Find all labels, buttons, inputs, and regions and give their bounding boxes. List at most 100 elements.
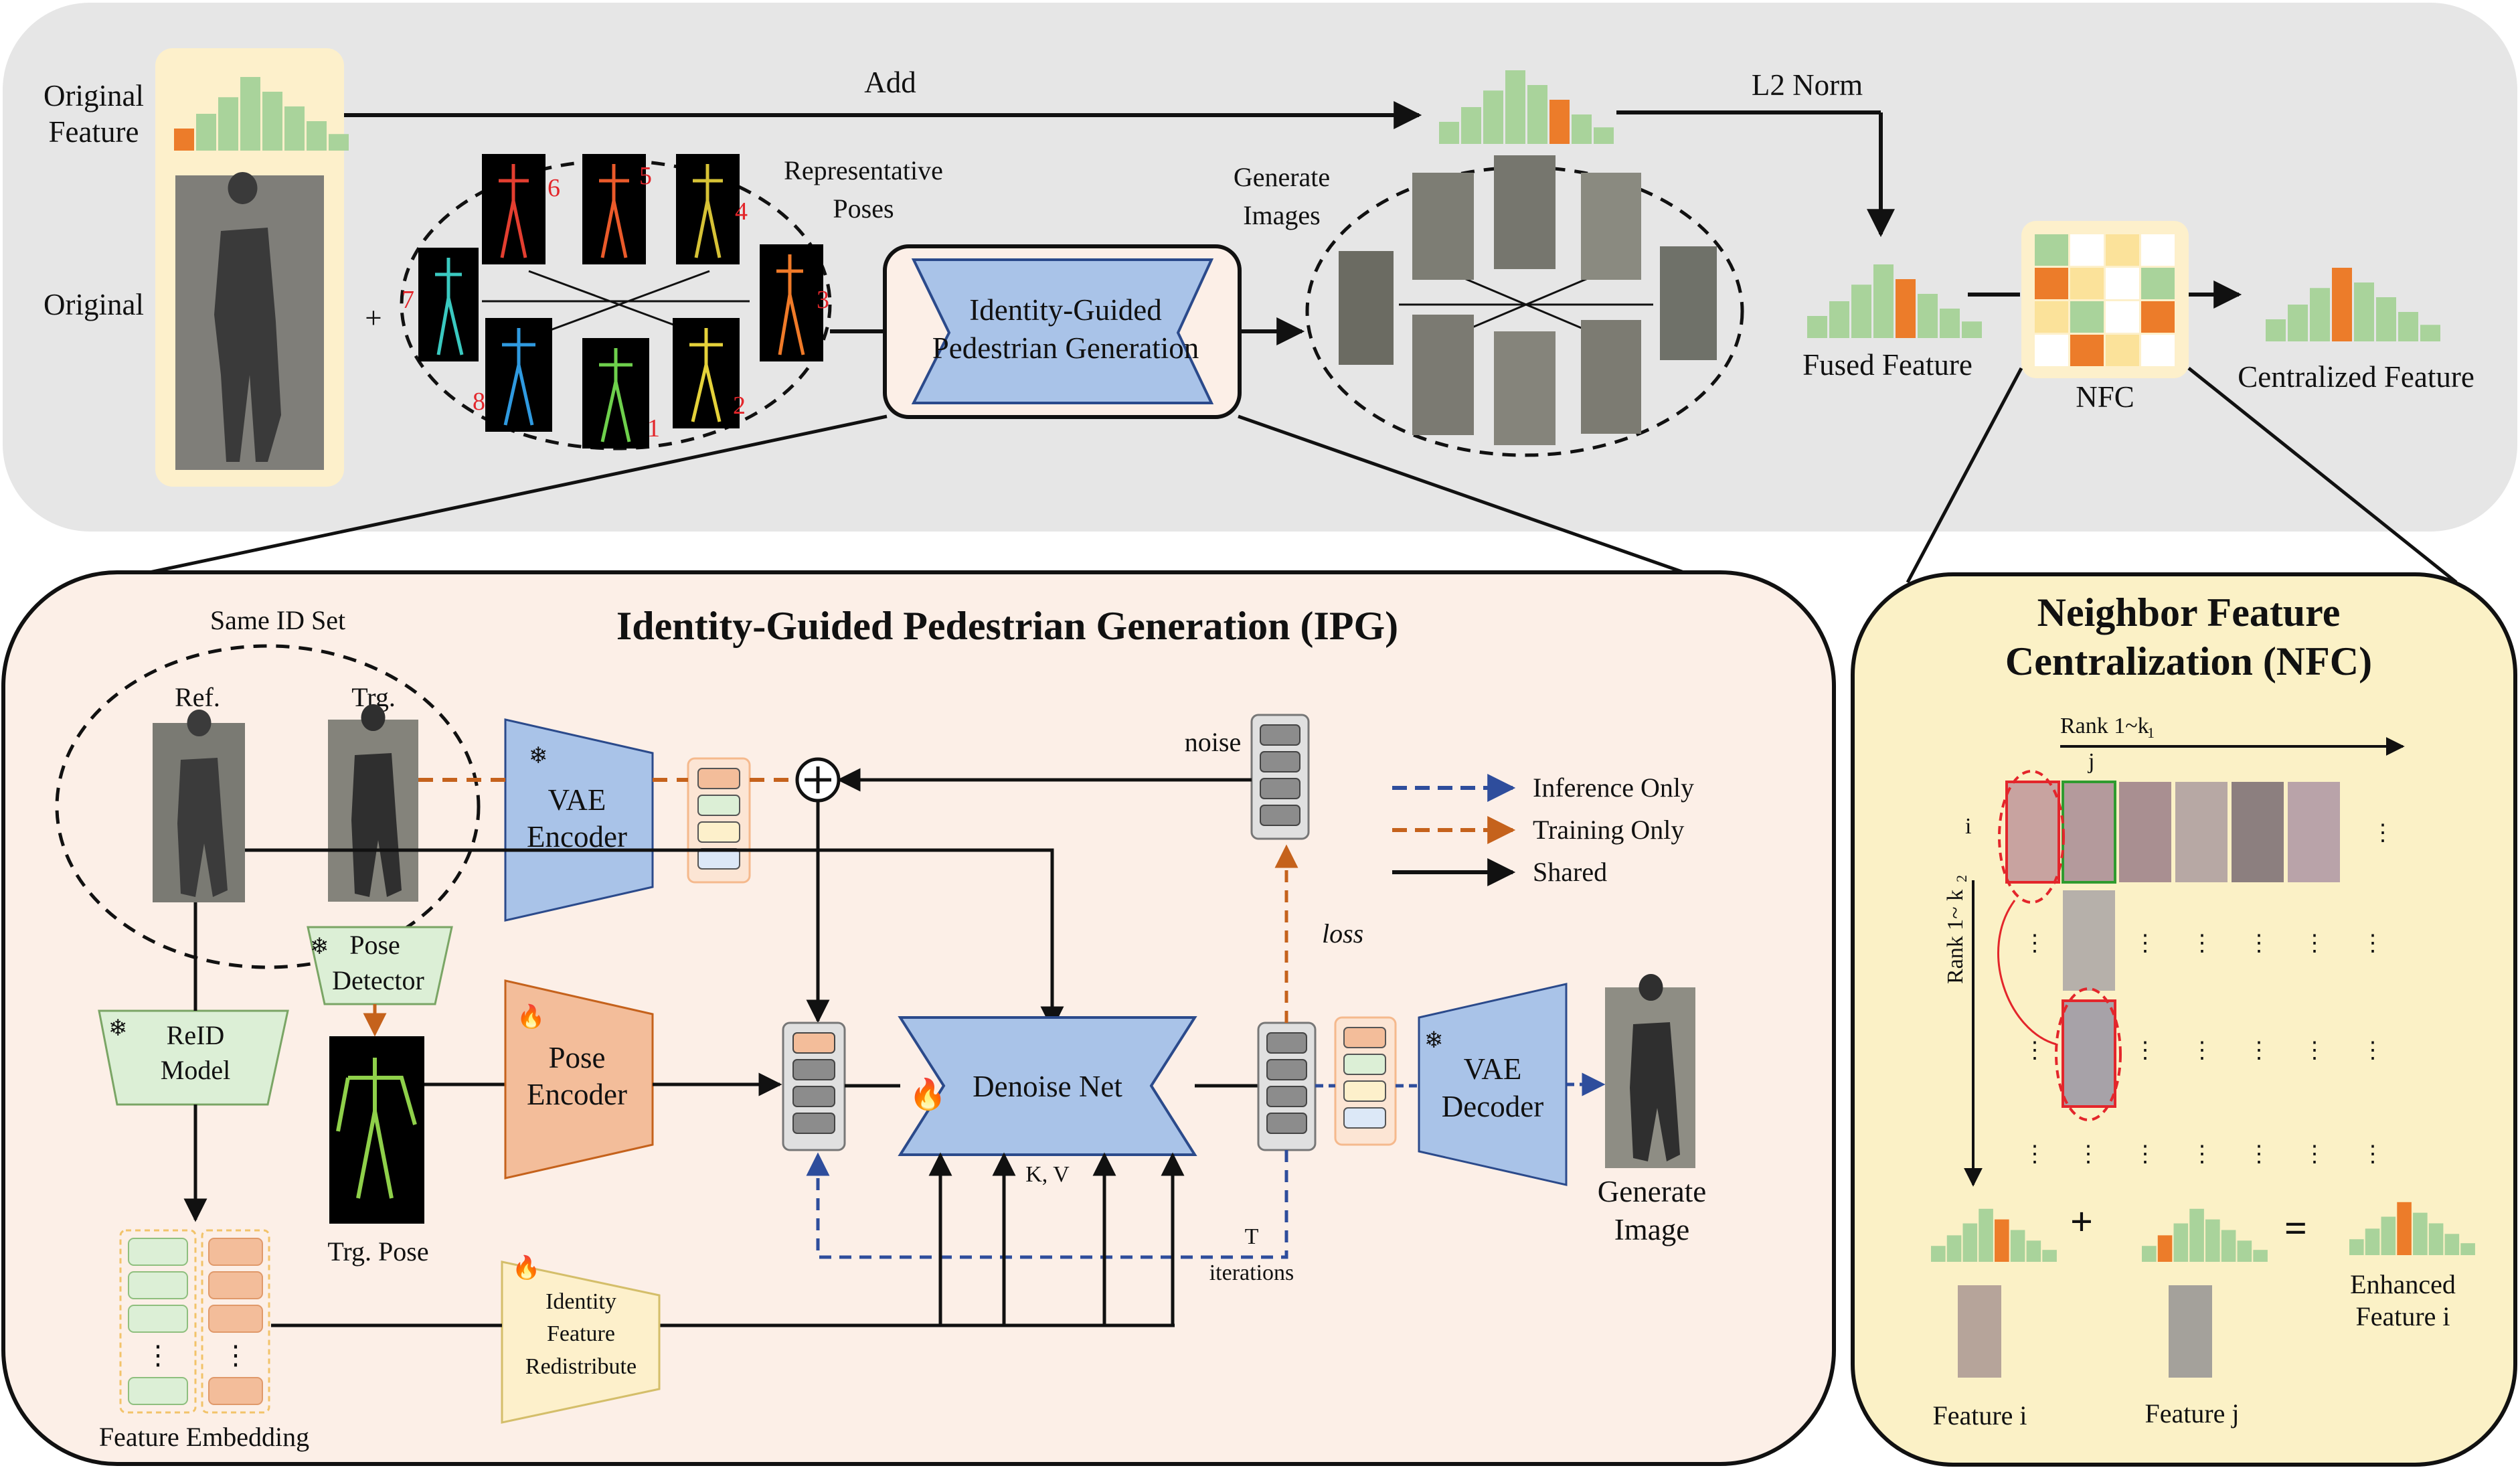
- neighbor-link: [1997, 900, 2057, 1046]
- generated-person: [1630, 974, 1680, 1161]
- original-feature-label-2: Feature: [49, 115, 139, 149]
- hist-bar: [2428, 1223, 2444, 1255]
- nfc-zoom-line-right: [2187, 367, 2458, 584]
- hist-bar: [2332, 268, 2352, 341]
- original-feature-label-1: Original: [44, 79, 144, 112]
- hist-bar: [1940, 309, 1960, 338]
- ref-to-denoise-line: [245, 848, 1064, 1030]
- loss-label: loss: [1322, 918, 1363, 949]
- neighbor-ellipse: [2055, 987, 2122, 1121]
- pose-detector-label-1: Pose: [349, 930, 400, 960]
- hist-bar: [1505, 70, 1525, 144]
- nfc-plus: +: [2070, 1200, 2093, 1244]
- rank-k1-label: Rank 1~k: [2060, 714, 2149, 738]
- hist-bar: [2189, 1208, 2204, 1262]
- hist-bar: [2026, 1240, 2041, 1262]
- hist-bar: [2398, 312, 2418, 341]
- noise-label: noise: [1185, 727, 1241, 757]
- hist-bar: [1807, 316, 1827, 338]
- vae-decoder-snowflake-icon: ❄: [1424, 1028, 1444, 1053]
- matrix-cell: [2141, 268, 2175, 299]
- pose-detector-label-2: Detector: [332, 965, 424, 995]
- nfc-equals: =: [2284, 1206, 2307, 1250]
- decoder-input-vector: [1334, 1016, 1397, 1146]
- hist-bar: [1873, 264, 1894, 338]
- hist-bar: [2310, 288, 2330, 341]
- matrix-cell: [2035, 301, 2068, 333]
- hist-bar: [2157, 1235, 2173, 1262]
- matrix-cell: [2070, 268, 2104, 299]
- ifr-label-1: Identity: [545, 1289, 616, 1314]
- gallery-dots: ⋮: [2191, 1038, 2213, 1063]
- pose-number-1: 1: [647, 414, 660, 442]
- feature-embedding-label: Feature Embedding: [99, 1422, 309, 1452]
- hist-bar: [2253, 1250, 2268, 1262]
- hist-bar: [1461, 107, 1481, 144]
- original-label: Original: [44, 288, 144, 321]
- nfc-label: NFC: [2076, 380, 2134, 414]
- gallery-dots: ⋮: [2191, 931, 2213, 956]
- hist-bar: [1527, 85, 1547, 144]
- fused-feature-histogram: [1807, 264, 1982, 338]
- generate-image-label-2: Image: [1614, 1213, 1689, 1246]
- gallery-dots: ⋮: [2361, 931, 2384, 956]
- matrix-cell: [2141, 234, 2175, 266]
- pose-detector-snowflake-icon: ❄: [310, 934, 329, 959]
- ref-label: Ref.: [175, 682, 220, 712]
- plus-sign: +: [365, 301, 382, 335]
- gallery-dots: ⋮: [2248, 1038, 2270, 1063]
- gallery-dots: ⋮: [2023, 1038, 2046, 1063]
- nfc-zoom-line-left: [1906, 367, 2023, 584]
- hist-bar: [2444, 1234, 2460, 1255]
- representative-poses-label-2: Poses: [833, 193, 894, 224]
- rank-k2-label: Rank 1~ k: [1943, 890, 1968, 984]
- pose-detector: [307, 926, 453, 1005]
- denoise-fire-icon: 🔥: [909, 1077, 946, 1111]
- denoise-net: [898, 1016, 1197, 1156]
- matrix-cell: [2141, 335, 2175, 366]
- gallery-dots: ⋮: [2248, 931, 2270, 956]
- matrix-cell: [2070, 234, 2104, 266]
- hist-bar: [1946, 1235, 1962, 1262]
- pose-encoder-fire-icon: 🔥: [517, 1003, 545, 1030]
- ipg-block-shape: [911, 258, 1214, 404]
- matrix-cell: [2035, 335, 2068, 366]
- same-id-set-ellipse: [55, 644, 481, 969]
- ifr-label-2: Feature: [547, 1321, 615, 1346]
- nfc-j-label: j: [2088, 749, 2094, 774]
- noise-add-plus: [805, 766, 831, 793]
- kv-label: K, V: [1025, 1162, 1070, 1187]
- hist-bar: [218, 97, 238, 151]
- hist-bar: [2173, 1223, 2189, 1262]
- enhanced-feature-label-1: Enhanced: [2350, 1269, 2456, 1299]
- vae-encoder: [504, 718, 654, 922]
- hist-bar: [240, 77, 260, 151]
- reid-model: [98, 1009, 289, 1106]
- hist-bar: [1896, 279, 1916, 338]
- nfc-title-2: Centralization (NFC): [2005, 639, 2372, 683]
- pose-number-5: 5: [639, 162, 652, 190]
- gallery-image: [2232, 782, 2284, 882]
- hist-bar: [2042, 1250, 2057, 1262]
- t-iterations-label-1: T: [1245, 1224, 1259, 1249]
- ipg-block-label-2: Pedestrian Generation: [932, 331, 1199, 365]
- gallery-dots: ⋮: [2371, 821, 2394, 845]
- gallery-dots: ⋮: [2361, 1142, 2384, 1167]
- query-ellipse: [1998, 770, 2065, 904]
- nfc-gallery: [2005, 781, 2340, 1108]
- rank-k2-sub: 2: [1953, 875, 1970, 882]
- hist-bar: [2142, 1246, 2157, 1262]
- matrix-cell: [2070, 301, 2104, 333]
- pose-number-8: 8: [473, 388, 485, 416]
- gallery-image: [2062, 999, 2116, 1108]
- original-person: [214, 172, 281, 462]
- hist-bar: [1851, 284, 1871, 338]
- gallery-dots: ⋮: [2023, 931, 2046, 956]
- pose-number-4: 4: [735, 197, 748, 226]
- vae-decoder: [1418, 983, 1568, 1186]
- enhanced-feature-histogram: [2349, 1202, 2475, 1255]
- gallery-dots: ⋮: [2191, 1142, 2213, 1167]
- hist-bar: [2381, 1216, 2396, 1255]
- add-label: Add: [864, 66, 916, 99]
- gallery-dots: ⋮: [2023, 1142, 2046, 1167]
